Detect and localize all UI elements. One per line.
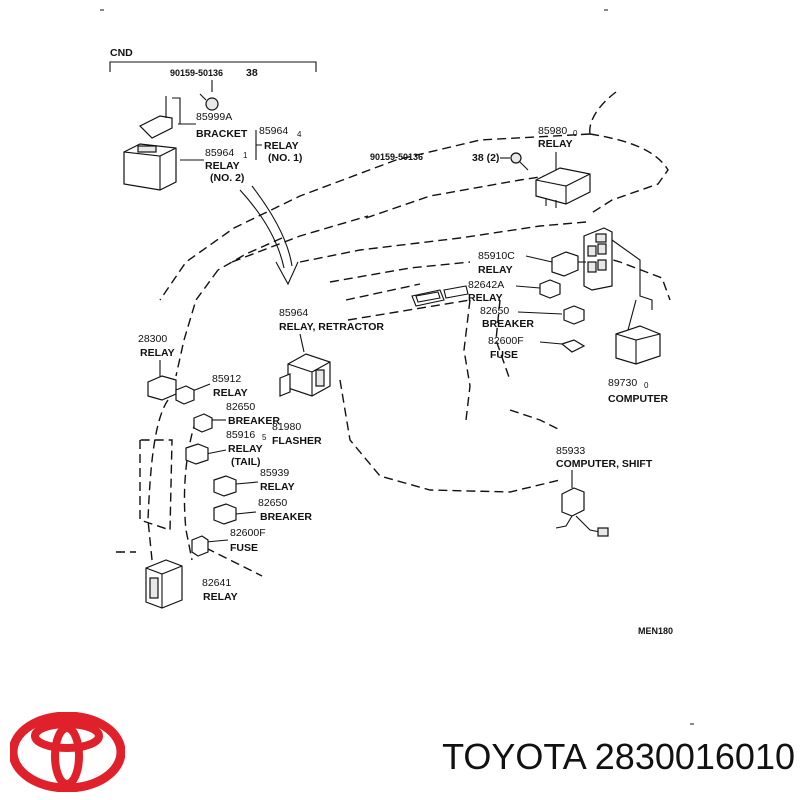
bolt-icon (199, 93, 219, 111)
label-85964-4-sub: 4 (297, 130, 302, 139)
breaker-left1-part-drawing (193, 413, 213, 433)
label-85933-number: 85933 (556, 445, 585, 457)
relay-85910C-part-drawing (551, 251, 586, 277)
label-85980-sub: 0 (573, 129, 578, 138)
label-82650-left2-name: BREAKER (260, 511, 312, 523)
relay-85939-part-drawing (213, 475, 237, 497)
label-85910C-number: 85910C (478, 250, 515, 262)
label-85964-1-sub: 1 (243, 151, 248, 160)
dash-vents (411, 285, 469, 307)
computer-89730-part-drawing (611, 239, 661, 365)
label-82641-name: RELAY (203, 591, 238, 603)
label-89730-name: COMPUTER (608, 393, 669, 405)
label-28300-name: RELAY (140, 347, 175, 359)
label-85933-name: COMPUTER, SHIFT (556, 458, 653, 470)
label-85964-4-name1: RELAY (264, 140, 299, 152)
label-85980-name: RELAY (538, 138, 573, 150)
label-85912-number: 85912 (212, 373, 241, 385)
breaker-right-part-drawing (563, 305, 585, 325)
label-85910C-name: RELAY (478, 264, 513, 276)
relay-82641-part-drawing (145, 559, 183, 609)
label-85964-4-name2: (NO. 1) (268, 152, 302, 164)
section-bracket (109, 61, 317, 72)
relay-panel-right (583, 227, 613, 291)
label-bolt-top-code: 90159-50136 (170, 68, 223, 78)
label-89730-number: 89730 (608, 377, 637, 389)
label-bolt-right-code: 90159-50136 (370, 152, 423, 162)
label-89730-sub: 0 (644, 381, 649, 390)
relay-82642A-part-drawing (539, 279, 561, 299)
label-82650-right-name: BREAKER (482, 318, 534, 330)
arrow-indicator (239, 185, 299, 286)
label-82600F-right-number: 82600F (488, 335, 524, 347)
label-82642A-name: RELAY (468, 292, 503, 304)
label-85939-name: RELAY (260, 481, 295, 493)
label-28300-number: 28300 (138, 333, 167, 345)
label-85916-sub: 5 (262, 433, 267, 442)
label-82642A-number: 82642A (468, 279, 504, 291)
relay-tail-part-drawing (185, 443, 209, 465)
label-85916-name2: (TAIL) (231, 456, 261, 468)
relay-28300-part-drawing (147, 375, 177, 401)
dashboard-outline (116, 91, 671, 601)
label-82650-left1-name: BREAKER (228, 415, 280, 427)
label-85916-name1: RELAY (228, 443, 263, 455)
label-85964-1-name2: (NO. 2) (210, 172, 244, 184)
label-bolt-right-qty: 38 (2) (472, 152, 499, 164)
label-85964-retractor-number: 85964 (279, 307, 308, 319)
label-82650-left1-number: 82650 (226, 401, 255, 413)
label-85964-4-number: 85964 (259, 125, 288, 137)
label-82641-number: 82641 (202, 577, 231, 589)
label-85939-number: 85939 (260, 467, 289, 479)
label-81980-number: 81980 (272, 421, 301, 433)
label-82600F-right-name: FUSE (490, 349, 518, 361)
relay-85980-part-drawing (535, 167, 591, 208)
label-82650-right-number: 82650 (480, 305, 509, 317)
label-85964-1-name1: RELAY (205, 160, 240, 172)
toyota-logo (10, 712, 125, 792)
label-85912-name: RELAY (213, 387, 248, 399)
bolt-icon (510, 152, 529, 171)
section-code: CND (110, 47, 133, 59)
label-81980-name: FLASHER (272, 435, 322, 447)
label-85999A-number: 85999A (196, 111, 232, 123)
label-85980-number: 85980 (538, 125, 567, 137)
label-82600F-left-name: FUSE (230, 542, 258, 554)
label-85999A-name: BRACKET (196, 128, 248, 140)
computer-shift-part-drawing (555, 487, 609, 537)
fuse-right-part-drawing (560, 339, 586, 353)
label-85916-number: 85916 (226, 429, 255, 441)
part-number-label: TOYOTA 2830016010 (442, 736, 795, 777)
bracket-part-drawing (138, 96, 181, 139)
corner-ticks (100, 9, 694, 725)
relay-no2-part-drawing (123, 143, 177, 191)
figure-code: MEN180 (638, 626, 673, 636)
label-85964-1-number: 85964 (205, 147, 234, 159)
relay-retractor-part-drawing (279, 353, 331, 397)
fuse-left-part-drawing (191, 535, 209, 557)
label-82600F-left-number: 82600F (230, 527, 266, 539)
label-bolt-top-qty: 38 (246, 67, 258, 79)
relay-85912-part-drawing (175, 385, 195, 405)
label-82650-left2-number: 82650 (258, 497, 287, 509)
breaker-left2-part-drawing (213, 503, 237, 525)
label-85964-retractor-name: RELAY, RETRACTOR (279, 321, 384, 333)
